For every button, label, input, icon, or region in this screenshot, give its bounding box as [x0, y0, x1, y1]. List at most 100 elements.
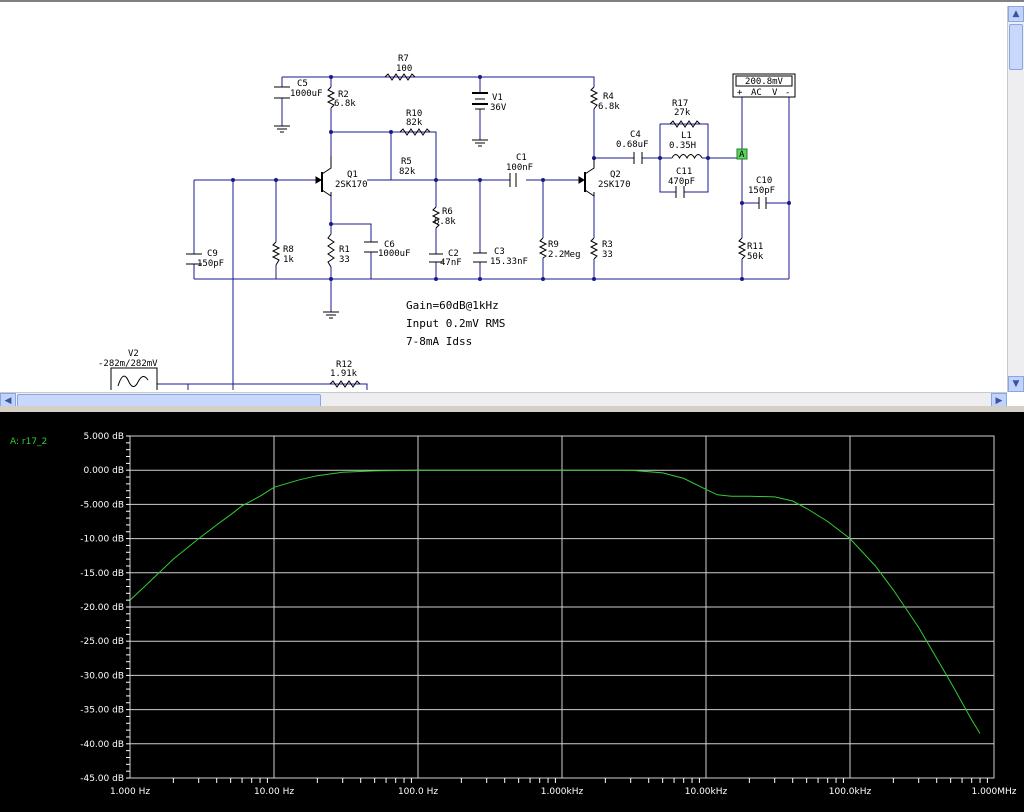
r10-symbol [399, 128, 431, 136]
x-tick-label: 10.00kHz [685, 787, 728, 797]
trace-legend-label: A: r17_2 [10, 437, 47, 447]
plot-traces [129, 469, 981, 734]
c5-value: 1000uF [290, 89, 323, 99]
meter-minus: - [785, 88, 790, 98]
c9-value: 150pF [197, 259, 224, 269]
vertical-scroll-thumb[interactable] [1009, 24, 1023, 70]
c6-value: 1000uF [378, 249, 411, 259]
schematic-canvas[interactable]: 200.8mV + AC V - A C5 1000uF R2 6.8k R7 … [0, 0, 1024, 409]
r2-name: R2 [338, 90, 349, 100]
r10-value: 82k [406, 118, 423, 128]
v2-signal-generator[interactable] [110, 367, 158, 390]
c5-symbol [274, 86, 290, 99]
x-tick-label: 1.000MHz [971, 787, 1016, 797]
horizontal-scrollbar[interactable]: ◀ ▶ [0, 392, 1007, 409]
r17-symbol [669, 120, 701, 128]
l1-symbol [671, 154, 703, 160]
y-tick-label: -15.00 dB [80, 569, 124, 579]
bode-plot[interactable]: 5.000 dB0.000 dB-5.000 dB-10.00 dB-15.00… [0, 412, 1024, 812]
meter-plus: + [737, 88, 743, 98]
c9-name: C9 [207, 249, 218, 259]
c9-symbol [186, 253, 202, 265]
scroll-down-button[interactable]: ▼ [1008, 376, 1024, 392]
r7-value: 100 [396, 64, 412, 74]
r4-value: 6.8k [598, 102, 620, 112]
y-tick-label: 0.000 dB [83, 466, 124, 476]
c11-symbol [675, 186, 685, 198]
q1-value: 2SK170 [335, 180, 368, 190]
resistors [271, 73, 747, 388]
q1-jfet-symbol [315, 156, 332, 197]
y-tick-label: -40.00 dB [80, 740, 124, 750]
c4-name: C4 [630, 130, 641, 140]
r6-symbol [431, 206, 441, 229]
v2-name: V2 [128, 349, 139, 359]
q2-value: 2SK170 [598, 180, 631, 190]
probe-a-marker[interactable]: A [736, 148, 748, 160]
c1-symbol [509, 173, 517, 187]
q2-name: Q2 [610, 170, 621, 180]
r12-name: R12 [336, 360, 352, 370]
r5-value: 82k [399, 167, 416, 177]
r1-value: 33 [339, 255, 350, 265]
pane-splitter[interactable] [0, 406, 1024, 412]
x-tick-label: 1.000kHz [541, 787, 584, 797]
r8-name: R8 [283, 245, 294, 255]
c10-symbol [758, 197, 767, 209]
component-labels: C5 1000uF R2 6.8k R7 100 V1 36V R4 6.8k … [98, 54, 775, 379]
c2-name: C2 [448, 249, 459, 259]
r1-name: R1 [339, 245, 350, 255]
ground-symbols [274, 125, 488, 319]
r6-name: R6 [442, 207, 453, 217]
wires [154, 76, 790, 390]
y-tick-label: -5.000 dB [80, 500, 124, 510]
r4-name: R4 [603, 92, 614, 102]
v1-battery-symbol [472, 92, 488, 110]
c4-symbol [633, 152, 643, 164]
capacitors [186, 86, 767, 265]
q1-name: Q1 [347, 170, 358, 180]
scroll-up-button[interactable]: ▲ [1008, 6, 1024, 22]
r3-value: 33 [602, 250, 613, 260]
l1-name: L1 [681, 131, 692, 141]
meter-reading: 200.8mV [745, 77, 784, 87]
y-tick-label: -20.00 dB [80, 603, 124, 613]
probe-label: A [739, 150, 745, 160]
x-tick-label: 100.0 Hz [398, 787, 438, 797]
c11-value: 470pF [668, 177, 695, 187]
vertical-scrollbar[interactable]: ▲ ▼ [1007, 6, 1024, 392]
scroll-left-button[interactable]: ◀ [0, 393, 16, 409]
r3-name: R3 [602, 240, 613, 250]
c1-value: 100nF [506, 163, 533, 173]
v1-value: 36V [490, 103, 507, 113]
r4-symbol [589, 86, 599, 110]
c10-name: C10 [756, 176, 772, 186]
l1-value: 0.35H [669, 141, 696, 151]
r17-value: 27k [674, 108, 691, 118]
r2-symbol [326, 86, 336, 109]
c3-value: 15.33nF [490, 257, 528, 267]
meter-mode: AC [751, 88, 762, 98]
r12-value: 1.91k [330, 369, 358, 379]
c2-value: 47nF [440, 258, 462, 268]
c3-name: C3 [494, 247, 505, 257]
q2-jfet-symbol [578, 158, 595, 197]
r9-name: R9 [548, 240, 559, 250]
circuit-schematic[interactable]: 200.8mV + AC V - A C5 1000uF R2 6.8k R7 … [0, 2, 1006, 390]
x-tick-label: 100.0kHz [829, 787, 872, 797]
schematic-notes: Gain=60dB@1kHz Input 0.2mV RMS 7-8mA Ids… [406, 299, 505, 348]
r6-value: 6.8k [434, 217, 456, 227]
c10-value: 150pF [748, 186, 775, 196]
c11-name: C11 [676, 167, 692, 177]
v1-name: V1 [492, 93, 503, 103]
r9-value: 2.2Meg [548, 250, 581, 260]
c3-symbol [473, 252, 487, 263]
note-input: Input 0.2mV RMS [406, 317, 505, 330]
c6-symbol [364, 241, 378, 253]
ac-voltmeter[interactable]: 200.8mV + AC V - [732, 73, 796, 98]
y-tick-label: -25.00 dB [80, 637, 124, 647]
r17-name: R17 [672, 99, 688, 109]
y-tick-label: -10.00 dB [80, 535, 124, 545]
r5-name: R5 [401, 157, 412, 167]
